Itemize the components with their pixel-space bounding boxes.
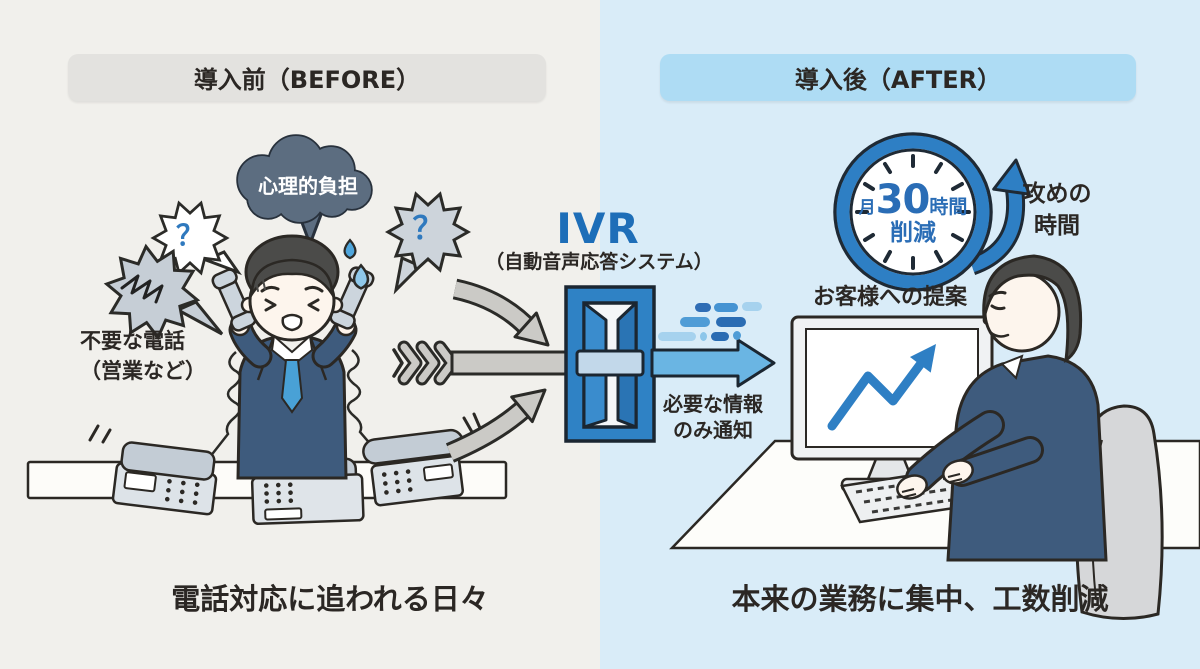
clock-icon <box>833 132 993 292</box>
offense-time-label: 攻めの 時間 <box>1001 178 1113 242</box>
noise-burst-icon <box>97 239 224 345</box>
after-header-label: 導入後（AFTER） <box>794 66 1002 94</box>
desk-phone-center-icon <box>250 457 365 526</box>
desk-phone-left-icon <box>111 441 218 516</box>
clock-prefix: 月 <box>858 198 876 218</box>
filtered-info-line2: のみ通知 <box>673 418 753 442</box>
sweat-drop-icon <box>343 238 357 260</box>
before-header-pill: 導入前（BEFORE） <box>68 54 546 101</box>
incoming-arrow-top-icon <box>452 278 550 347</box>
question-burst-right-icon <box>386 192 470 295</box>
filtered-info-line1: 必要な情報 <box>663 392 763 416</box>
outgoing-arrow-icon <box>650 338 776 388</box>
offense-time-line1: 攻めの <box>1022 181 1092 207</box>
ivr-title: IVR <box>556 204 640 253</box>
before-header-label: 導入前（BEFORE） <box>193 66 421 94</box>
ivr-subtitle: （自動音声応答システム） <box>485 251 713 273</box>
before-caption: 電話対応に追われる日々 <box>171 582 489 616</box>
unwanted-calls-label: 不要な電話 （営業など） <box>80 326 260 386</box>
speed-dashes-icon <box>658 302 762 341</box>
stress-cloud-icon <box>236 134 373 249</box>
incoming-arrow-bottom-icon <box>445 388 547 463</box>
ivr-gate-icon <box>564 285 656 443</box>
question-mark-right: ？ <box>412 211 444 247</box>
handset-left-icon <box>211 268 257 332</box>
clock-label: 月30時間 削減 <box>851 176 975 248</box>
stressed-worker <box>211 234 375 480</box>
growth-chart-icon <box>827 344 936 431</box>
unwanted-calls-line2: （営業など） <box>80 359 206 383</box>
incoming-shaft <box>450 350 570 376</box>
incoming-chevrons-icon <box>392 340 459 386</box>
focused-worker <box>896 254 1108 562</box>
offense-time-line2: 時間 <box>1034 213 1080 239</box>
stress-cloud-label: 心理的負担 <box>258 174 358 198</box>
clock-line2: 削減 <box>890 220 936 246</box>
phone-cords <box>205 349 385 463</box>
proposal-label: お客様への提案 <box>812 285 967 310</box>
monitor-icon <box>790 315 994 493</box>
clock-number: 30 <box>875 177 931 223</box>
question-mark-left: ？ <box>175 219 204 252</box>
filtered-info-label: 必要な情報 のみ通知 <box>648 391 778 443</box>
clock-unit: 時間 <box>929 196 968 218</box>
time-gain-arrow-icon <box>968 158 1031 275</box>
after-caption: 本来の業務に集中、工数削減 <box>731 582 1109 616</box>
ringing-sparks-icon <box>88 412 482 444</box>
clock-line1: 月30時間 <box>851 176 975 224</box>
question-burst-left-icon <box>151 201 243 276</box>
after-header-pill: 導入後（AFTER） <box>660 54 1136 101</box>
necktie <box>280 359 304 414</box>
unwanted-calls-line1: 不要な電話 <box>80 329 185 353</box>
typing-hands <box>896 459 974 500</box>
